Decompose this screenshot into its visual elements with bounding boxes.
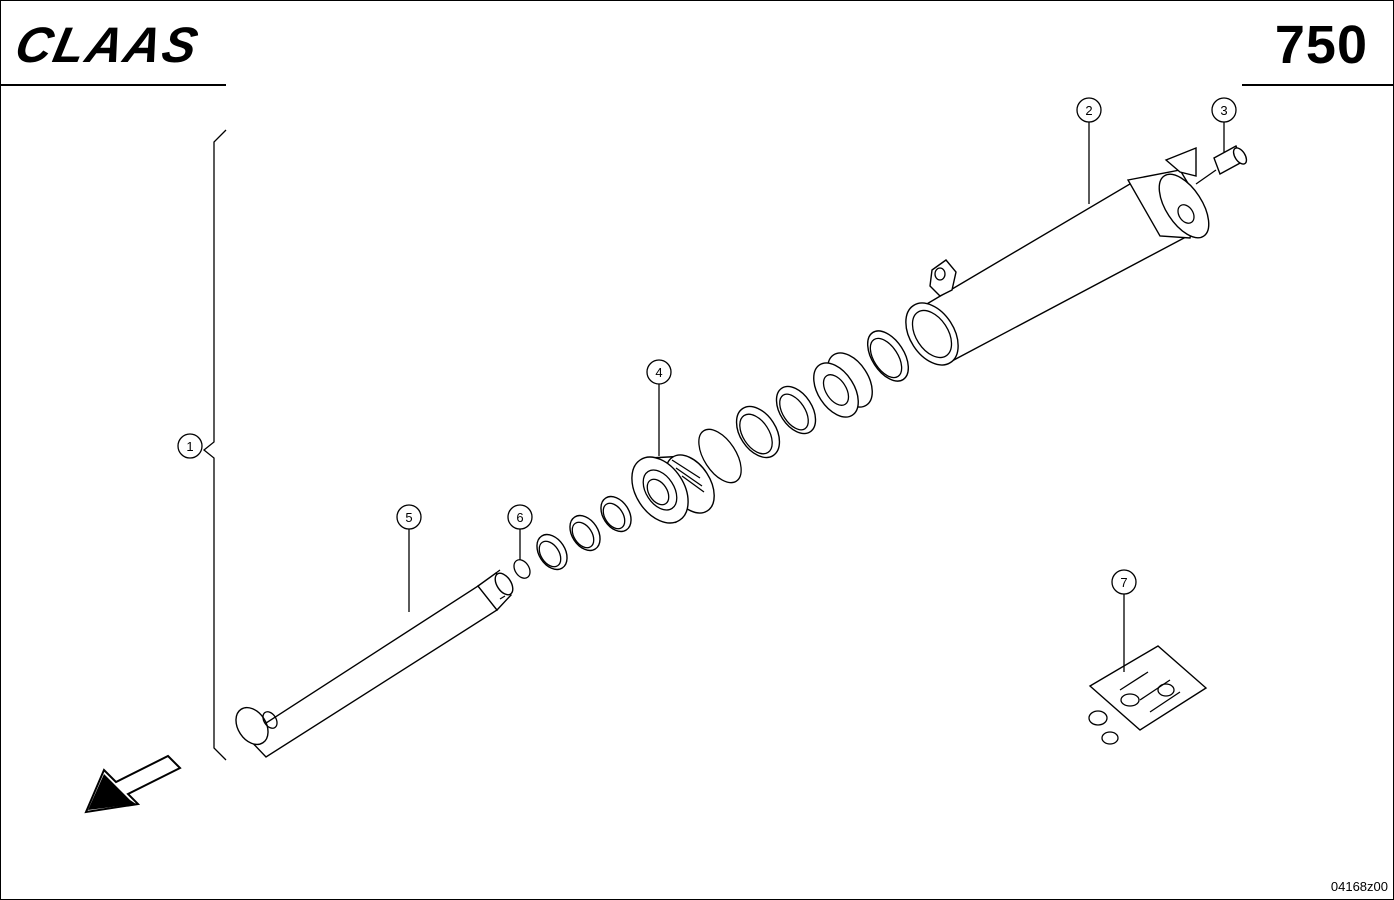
callout-2-label: 2	[1085, 103, 1092, 118]
callout-1-label: 1	[186, 439, 193, 454]
claas-logo-icon: CLAAS	[11, 17, 205, 73]
drawing-code: 04168z00	[1330, 879, 1388, 894]
callout-7: 7	[1111, 569, 1137, 595]
callout-6-label: 6	[516, 510, 523, 525]
callout-3: 3	[1211, 97, 1237, 123]
cylinder-barrel-part	[905, 146, 1210, 366]
callout-4: 4	[646, 359, 672, 385]
callout-7-label: 7	[1120, 575, 1127, 590]
piston-rod-part	[235, 569, 514, 758]
svg-text:CLAAS: CLAAS	[11, 17, 205, 73]
cylinder-gland-part	[813, 330, 910, 418]
callout-5: 5	[396, 504, 422, 530]
seal-kit-bag-part	[1088, 645, 1208, 745]
callout-3-label: 3	[1220, 103, 1227, 118]
assembly-bracket	[202, 129, 227, 761]
seal-ring-set-b	[698, 385, 817, 484]
hydraulic-fitting-part	[1195, 144, 1248, 185]
callout-5-label: 5	[405, 510, 412, 525]
piston-part	[631, 454, 715, 524]
callout-6: 6	[507, 504, 533, 530]
callout-4-label: 4	[655, 365, 662, 380]
o-ring-part	[513, 559, 531, 579]
leader-lines	[408, 122, 1225, 672]
arrow-down-left-icon	[84, 754, 182, 814]
page-number: 750	[1274, 15, 1368, 75]
callout-2: 2	[1076, 97, 1102, 123]
callout-1: 1	[177, 433, 203, 459]
seal-ring-set-a	[536, 495, 632, 571]
